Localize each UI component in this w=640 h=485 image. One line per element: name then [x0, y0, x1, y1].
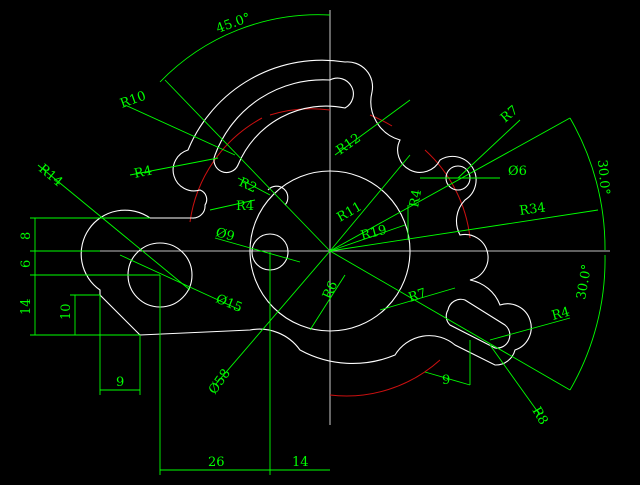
- label-d9: Ø9: [214, 225, 236, 244]
- label-26: 26: [208, 455, 225, 470]
- label-6: 6: [19, 260, 34, 268]
- leader-d58: [214, 250, 331, 386]
- leader-r10: [124, 104, 236, 156]
- dim-9-bottom-right: [424, 371, 471, 386]
- label-d6: Ø6: [508, 164, 527, 179]
- dimension-lines: [30, 14, 606, 475]
- label-d15: Ø15: [214, 292, 245, 316]
- leader-30-lower: [329, 250, 571, 391]
- label-9-bottom: 9: [116, 375, 124, 390]
- label-r34: R34: [518, 200, 546, 219]
- label-r4-vert: R4: [407, 188, 425, 208]
- label-8: 8: [19, 232, 34, 240]
- outer-contour: [80, 59, 532, 366]
- central-boss-r19: [249, 170, 411, 332]
- leader-45: [164, 79, 331, 252]
- angle-arc-45: [159, 14, 331, 83]
- leader-r8: [489, 344, 541, 416]
- leader-r7-mid: [379, 287, 456, 311]
- label-r2: R2: [236, 175, 259, 196]
- label-r11: R11: [335, 199, 365, 225]
- leader-r4-right: [489, 317, 571, 341]
- label-r4-right: R4: [550, 305, 571, 324]
- label-d58: Ø58: [206, 366, 234, 397]
- label-14: 14: [19, 298, 34, 315]
- label-r12: R12: [334, 131, 364, 158]
- leader-d9: [214, 237, 301, 263]
- arc-slot-upper: [213, 77, 354, 174]
- label-r8: R8: [529, 405, 551, 428]
- part-outline: [80, 59, 532, 366]
- leader-r4-mid: [209, 199, 256, 211]
- construction-arc-upper-right: [369, 114, 393, 127]
- leader-r6: [309, 274, 346, 331]
- construction-arc-right: [424, 149, 471, 239]
- label-r4-mid: R4: [236, 199, 254, 214]
- leader-r7-top: [457, 119, 521, 179]
- leader-r2: [237, 177, 271, 196]
- leader-r34: [329, 209, 599, 252]
- label-angle-30-upper: 30.0°: [594, 159, 612, 196]
- leader-r19: [329, 224, 406, 252]
- label-r14: R14: [35, 162, 65, 190]
- label-10: 10: [59, 303, 74, 320]
- leader-r4-left: [129, 157, 219, 176]
- label-r7-mid: R7: [407, 286, 429, 306]
- angle-arc-30-upper: [569, 117, 606, 251]
- label-r6: R6: [320, 279, 341, 302]
- leader-d15: [119, 254, 241, 311]
- leader-r11: [329, 154, 411, 252]
- leader-30-upper: [329, 117, 571, 252]
- label-14-bottom: 14: [292, 455, 309, 470]
- label-r19: R19: [359, 223, 388, 244]
- label-angle-30-lower: 30.0°: [574, 263, 595, 301]
- label-angle-45: 45.0°: [214, 11, 252, 37]
- angle-arc-30-lower: [569, 254, 606, 391]
- leader-r14: [37, 164, 191, 291]
- label-r7-top: R7: [498, 103, 521, 126]
- leader-r12: [334, 99, 411, 156]
- fillet-r2: [267, 185, 289, 206]
- label-r4-left: R4: [133, 163, 154, 181]
- construction-arc-bottom: [329, 359, 441, 397]
- label-9-bottom-right: 9: [442, 373, 450, 388]
- slot-lower-right: [445, 298, 511, 349]
